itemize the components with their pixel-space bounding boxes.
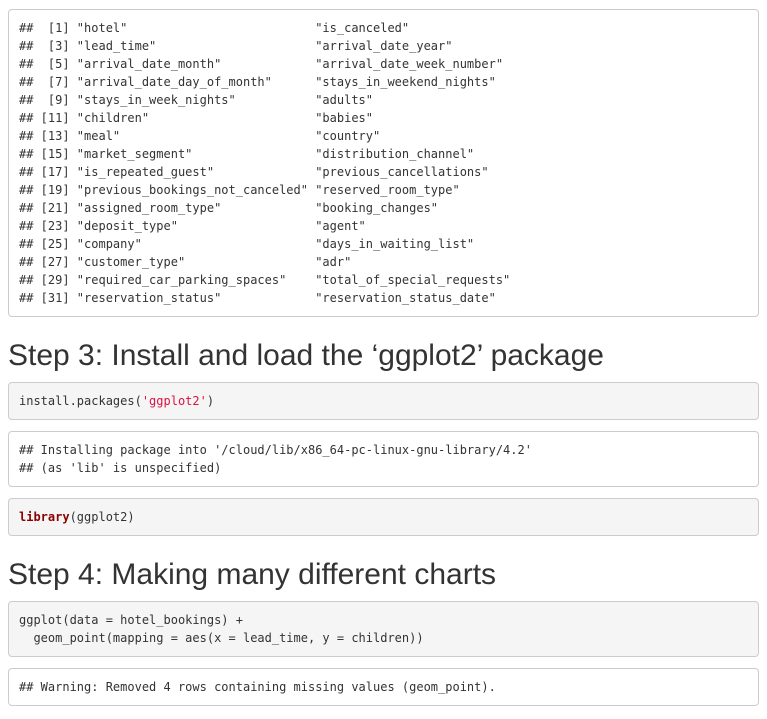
code-line: install.packages('ggplot2') — [19, 392, 748, 410]
output-line: ## [19] "previous_bookings_not_canceled"… — [19, 183, 460, 197]
output-line: ## [3] "lead_time" "arrival_date_year" — [19, 39, 453, 53]
code-line: ggplot(data = hotel_bookings) + — [19, 613, 243, 627]
output-line: ## [5] "arrival_date_month" "arrival_dat… — [19, 57, 504, 71]
output-line: ## [29] "required_car_parking_spaces" "t… — [19, 273, 511, 287]
output-line: ## [17] "is_repeated_guest" "previous_ca… — [19, 165, 489, 179]
output-line: ## [15] "market_segment" "distribution_c… — [19, 147, 475, 161]
code-block-library: library(ggplot2) — [8, 498, 759, 536]
section-heading-step-4: Step 4: Making many different charts — [8, 558, 497, 591]
code-line: library(ggplot2) — [19, 508, 748, 526]
code-text: ) — [206, 394, 215, 408]
output-line: ## [11] "children" "babies" — [19, 111, 374, 125]
output-line: ## (as 'lib' is unspecified) — [19, 461, 222, 475]
output-line: ## Installing package into '/cloud/lib/x… — [19, 443, 532, 457]
console-output-warning: ## Warning: Removed 4 rows containing mi… — [8, 668, 759, 706]
section-heading-step-3: Step 3: Install and load the ‘ggplot2’ p… — [8, 339, 604, 372]
console-output-colnames: ## [1] "hotel" "is_canceled" ## [3] "lead… — [8, 9, 759, 317]
output-line: ## [21] "assigned_room_type" "booking_ch… — [19, 201, 439, 215]
output-line: ## Warning: Removed 4 rows containing mi… — [19, 680, 496, 694]
output-line: ## [25] "company" "days_in_waiting_list" — [19, 237, 475, 251]
code-text: (ggplot2) — [69, 510, 135, 524]
code-text: install.packages( — [19, 394, 142, 408]
output-line: ## [13] "meal" "country" — [19, 129, 381, 143]
string-literal: 'ggplot2' — [141, 394, 207, 408]
output-line: ## [31] "reservation_status" "reservatio… — [19, 291, 496, 305]
code-line: geom_point(mapping = aes(x = lead_time, … — [19, 631, 424, 645]
output-line: ## [1] "hotel" "is_canceled" — [19, 21, 410, 35]
code-block-install-packages: install.packages('ggplot2') — [8, 382, 759, 420]
output-line: ## [9] "stays_in_week_nights" "adults" — [19, 93, 374, 107]
output-line: ## [27] "customer_type" "adr" — [19, 255, 352, 269]
code-block-ggplot: ggplot(data = hotel_bookings) + geom_poi… — [8, 601, 759, 657]
console-output-install: ## Installing package into '/cloud/lib/x… — [8, 431, 759, 487]
output-line: ## [23] "deposit_type" "agent" — [19, 219, 366, 233]
output-line: ## [7] "arrival_date_day_of_month" "stay… — [19, 75, 496, 89]
keyword-library: library — [19, 510, 70, 524]
